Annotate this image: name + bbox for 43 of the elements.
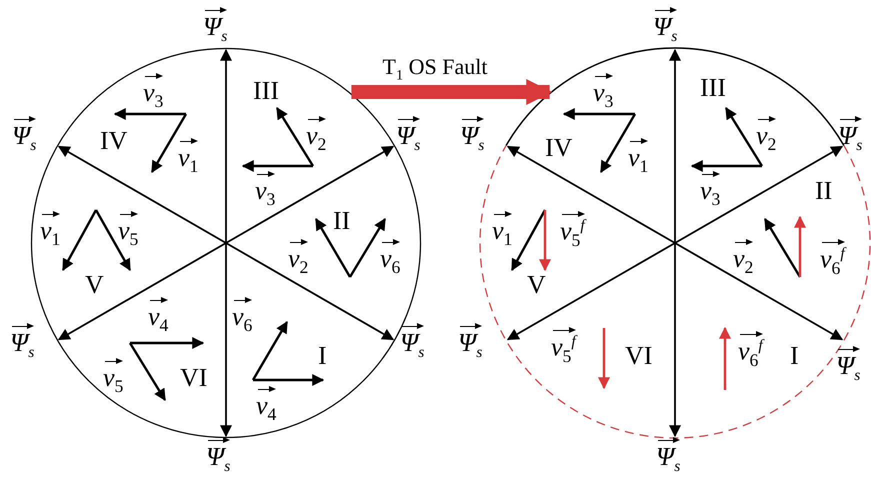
sector-number: II bbox=[815, 178, 834, 204]
voltage-vector-label: v$_{2}$ bbox=[756, 115, 780, 154]
voltage-vector-label: v$_{1}$ bbox=[492, 210, 516, 249]
voltage-vector-label: v$_{5}$ bbox=[103, 357, 128, 396]
flux-vector-label: Ψ$_{s}$ bbox=[656, 436, 684, 475]
flux-vector-label: Ψ$_{s}$ bbox=[12, 115, 40, 154]
flux-vector-label: Ψ$_{s}$ bbox=[838, 115, 866, 154]
flux-vector-label: Ψ$_{s}$ bbox=[653, 6, 682, 45]
sector-number: I bbox=[790, 343, 800, 369]
flux-vector-label: Ψ$_{s}$ bbox=[10, 322, 38, 361]
voltage-vector-label: v$_{4}$ bbox=[148, 296, 172, 335]
voltage-vector-label: v$_{1}$ bbox=[40, 210, 64, 249]
sector-number: VI bbox=[180, 365, 208, 391]
voltage-vector-label: v$_{6}$ bbox=[380, 238, 404, 277]
flux-vector-label: Ψ$_{s}$ bbox=[203, 6, 232, 45]
flux-vector-label: Ψ$_{s}$ bbox=[460, 115, 488, 154]
voltage-vector-label: v$_{6}$ bbox=[232, 296, 256, 335]
voltage-vector-label: v$_{2}$ bbox=[733, 238, 758, 277]
voltage-vector-label: v$_{4}$ bbox=[256, 385, 280, 424]
sector-number: III bbox=[253, 78, 280, 104]
voltage-vector-label: v$_{2}$ bbox=[306, 115, 330, 154]
flux-vector-label: Ψ$_{s}$ bbox=[396, 115, 424, 154]
sector-number: I bbox=[318, 343, 328, 369]
sector-number: V bbox=[527, 272, 547, 298]
voltage-vector-label: v$_{3}$ bbox=[700, 170, 724, 209]
sector-number: IV bbox=[100, 128, 128, 154]
sector-number: III bbox=[700, 75, 727, 101]
flux-vector-label: Ψ$_{s}$ bbox=[400, 322, 428, 361]
voltage-vector-label: v$_{2}$ bbox=[288, 238, 312, 277]
voltage-vector-label: v$_{1}$ bbox=[178, 137, 202, 176]
flux-vector-label: Ψ$_{s}$ bbox=[836, 345, 864, 384]
voltage-vector-label: v$_{5}$ bbox=[118, 210, 142, 249]
voltage-vector-label: v$_{1}$ bbox=[628, 137, 652, 176]
flux-vector-label: Ψ$_{s}$ bbox=[206, 436, 234, 475]
sector-number: VI bbox=[625, 343, 654, 369]
sector-number: V bbox=[85, 272, 105, 298]
voltage-vector-label: v$_{3}$ bbox=[255, 170, 280, 209]
voltage-vector-label: v$_{3}$ bbox=[143, 72, 168, 111]
arrow bbox=[351, 79, 552, 105]
sector-number: IV bbox=[545, 135, 574, 161]
sector-number: II bbox=[333, 208, 352, 234]
voltage-vector-label: v$_{3}$ bbox=[593, 72, 618, 111]
flux-vector-label: Ψ$_{s}$ bbox=[458, 322, 486, 361]
